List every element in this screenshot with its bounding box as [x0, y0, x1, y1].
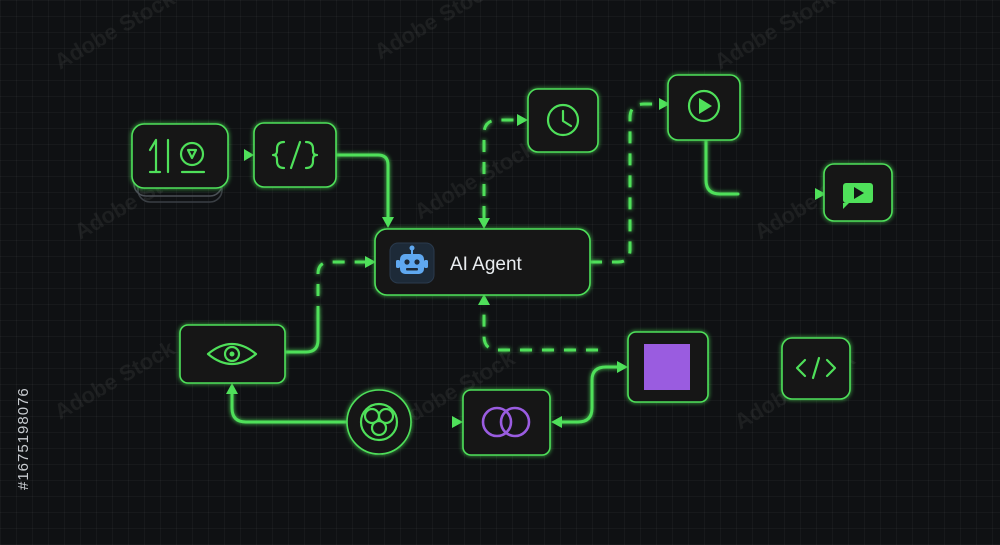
- arrowhead: [815, 188, 826, 200]
- stacked-input-icon: [148, 138, 206, 174]
- arrowhead: [244, 149, 254, 161]
- arrowhead: [478, 294, 490, 305]
- purple-square-icon: [644, 344, 690, 390]
- arrowhead: [226, 383, 238, 394]
- eye-node[interactable]: [179, 324, 286, 384]
- rings-node[interactable]: [462, 389, 551, 456]
- arrowhead: [478, 218, 490, 229]
- arrowhead: [517, 114, 528, 126]
- ai-agent-label: AI Agent: [450, 254, 523, 275]
- arrowhead: [365, 256, 376, 268]
- input-stack-node[interactable]: [131, 123, 229, 203]
- watermark-text: Adobe Stock: [50, 335, 180, 424]
- ai-agent-node[interactable]: AI Agent: [374, 228, 591, 296]
- connector-eye-to-agent-dashed: [316, 260, 366, 318]
- eye-icon: [206, 342, 258, 366]
- connectors: [226, 98, 826, 428]
- connector-agent-to-clock: [482, 118, 518, 218]
- play-circle-icon: [687, 89, 721, 123]
- video-node[interactable]: [823, 163, 893, 222]
- blend-circle-icon: [359, 402, 399, 442]
- stack-layer-front: [131, 123, 229, 189]
- clock-node[interactable]: [527, 88, 599, 153]
- watermark-id: #1675198076: [15, 387, 32, 490]
- overlapping-rings-icon: [481, 406, 531, 438]
- code-braces-icon: [271, 140, 319, 170]
- connector-blend-to-eye: [230, 391, 348, 424]
- blend-node[interactable]: [346, 389, 412, 455]
- arrowhead: [382, 217, 394, 228]
- robot-icon: [389, 242, 435, 284]
- arrowhead: [452, 416, 463, 428]
- code-braces-node[interactable]: [253, 122, 337, 188]
- purple-square-node[interactable]: [627, 331, 709, 403]
- connector-braces-to-agent: [334, 153, 390, 220]
- watermark-text: Adobe Stock: [50, 0, 180, 74]
- play-node[interactable]: [667, 74, 741, 141]
- connector-square-to-agent: [482, 304, 598, 352]
- connector-play-to-video: [704, 138, 740, 196]
- code-tag-icon: [795, 356, 837, 380]
- clock-icon: [546, 103, 580, 137]
- arrowhead: [659, 98, 670, 110]
- watermark-text: Adobe Stock: [710, 0, 840, 74]
- connector-eye-to-agent: [283, 316, 320, 354]
- arrowhead: [617, 361, 628, 373]
- connector-agent-to-play: [590, 102, 660, 264]
- arrowhead: [551, 416, 562, 428]
- watermark-text: Adobe Stock: [410, 135, 540, 224]
- code-tag-node[interactable]: [781, 337, 851, 400]
- connector-rings-to-square: [558, 365, 620, 424]
- watermark-text: Adobe Stock: [370, 0, 500, 64]
- video-icon: [843, 183, 873, 209]
